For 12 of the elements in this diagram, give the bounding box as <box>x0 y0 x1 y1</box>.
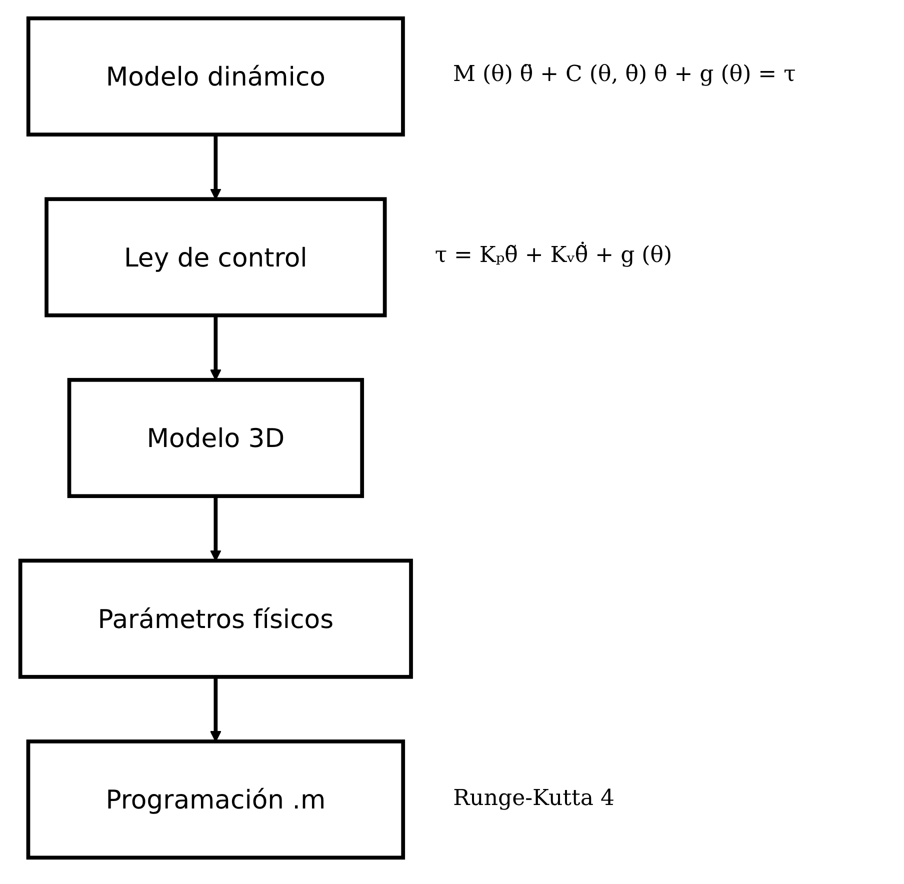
node-box: Modelo 3D <box>67 378 364 498</box>
arrow <box>210 315 222 380</box>
node-box: Modelo dinámico <box>26 16 405 136</box>
arrow <box>210 496 222 562</box>
arrow <box>210 676 222 742</box>
formula-text: τ = Kₚθ̃ + Kᵥθ̃̇ + g (θ) <box>434 243 672 268</box>
node-box: Programación .m <box>26 740 406 860</box>
node-box: Parámetros físicos <box>18 558 413 679</box>
formula-text: M (θ) θ̈ + C (θ, θ̇) θ̇ + g (θ) = τ <box>452 62 796 88</box>
node-box: Ley de control <box>44 197 387 318</box>
arrow <box>210 134 222 200</box>
formula-text: Runge-Kutta 4 <box>453 786 614 811</box>
